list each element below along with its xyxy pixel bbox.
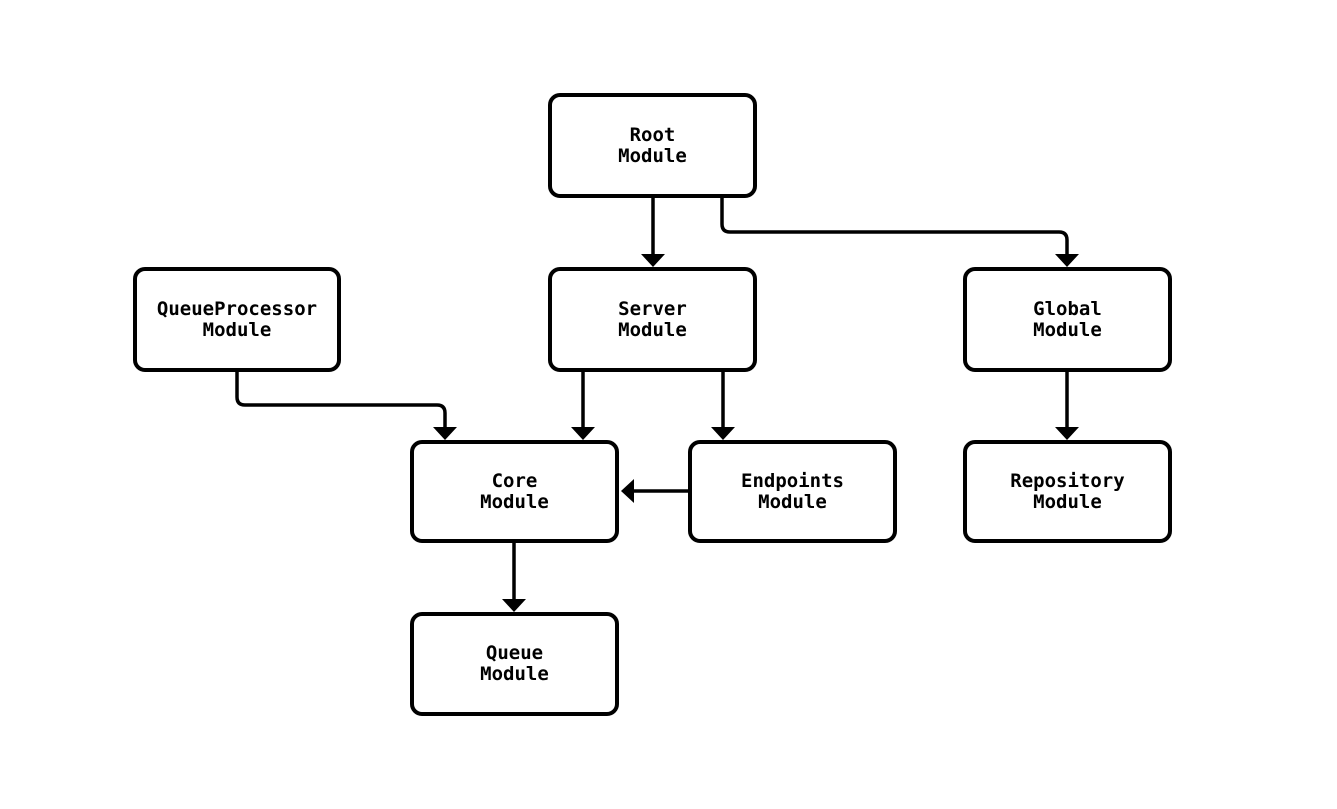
arrowhead-core-to-queue: [502, 599, 526, 612]
node-label-line: Repository: [1010, 469, 1125, 492]
node-label-line: QueueProcessor: [156, 297, 318, 320]
node-label-line: Endpoints: [741, 469, 844, 492]
arrowhead-server-to-endpoints: [711, 427, 735, 440]
node-label-line: Module: [480, 663, 549, 685]
node-label-line: Queue: [485, 642, 544, 664]
node-label-line: Module: [1033, 318, 1102, 341]
arrowhead-server-to-core: [571, 427, 595, 440]
arrowhead-root-to-server: [641, 254, 665, 267]
node-label-line: Module: [758, 490, 827, 513]
arrowhead-root-to-global: [1055, 254, 1079, 267]
arrowhead-endpoints-to-core: [621, 479, 634, 503]
node-label-line: Core: [491, 469, 538, 492]
node-label-line: Global: [1033, 297, 1102, 320]
node-label-line: Module: [480, 490, 549, 513]
arrowhead-queueprocessor-to-core: [433, 427, 457, 440]
node-label-line: Module: [1033, 490, 1102, 513]
node-label-line: Module: [618, 318, 687, 341]
node-label-line: Root: [629, 123, 676, 146]
arrowhead-global-to-repository: [1055, 427, 1079, 440]
edge-queueprocessor-to-core: [235, 372, 447, 427]
node-label-line: Module: [202, 318, 272, 341]
node-label-line: Module: [618, 144, 687, 167]
node-label-line: Server: [618, 297, 687, 320]
edge-root-to-global: [720, 198, 1069, 254]
